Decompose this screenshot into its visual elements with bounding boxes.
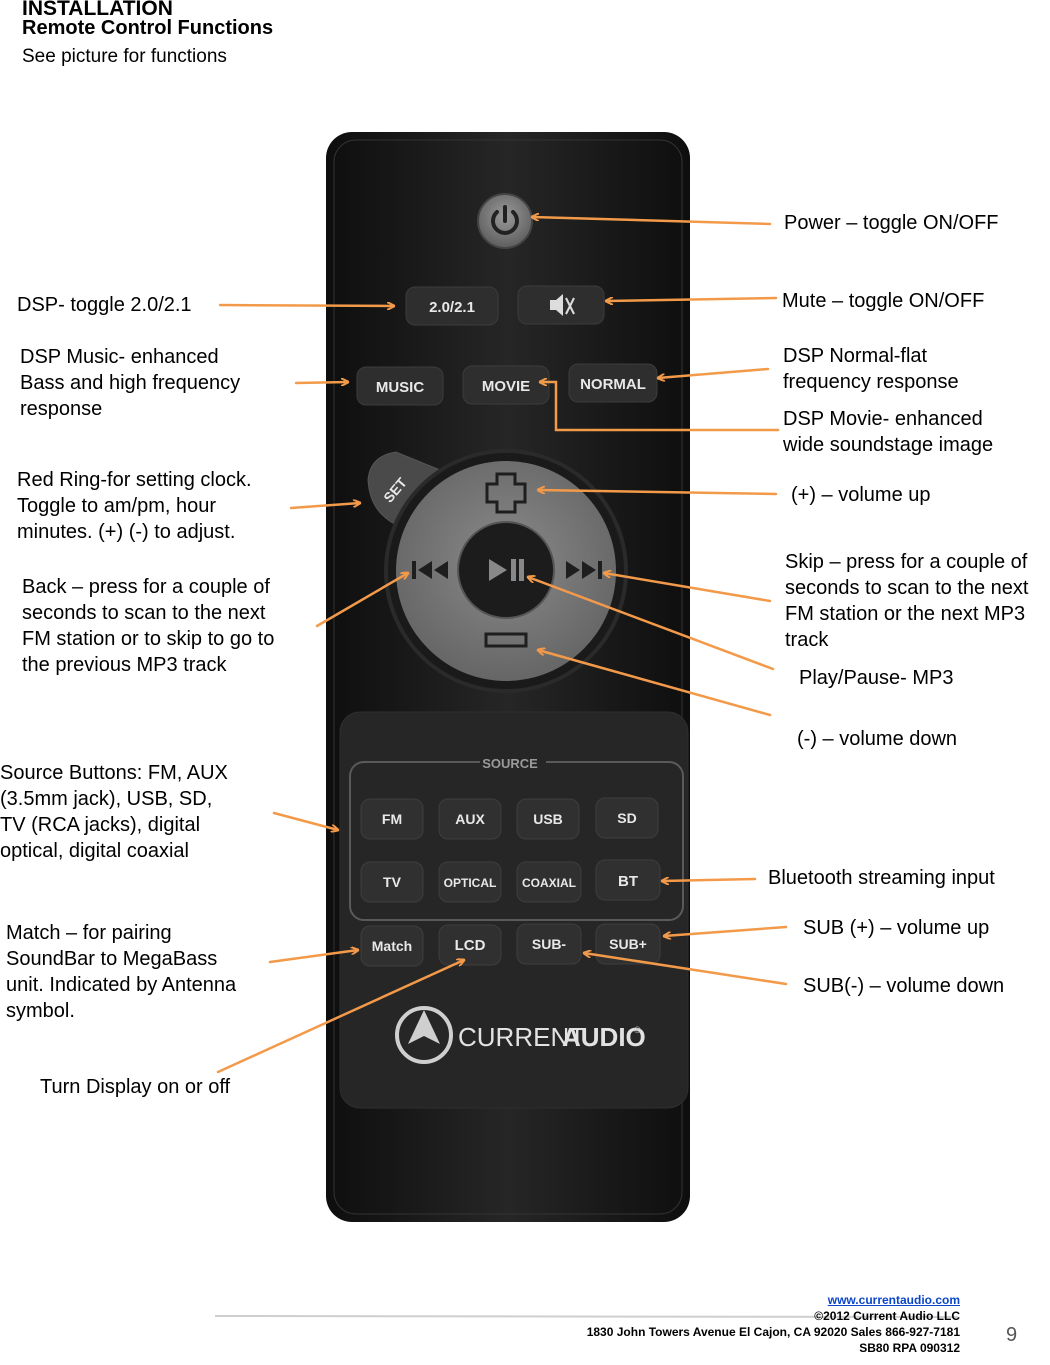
optical-button[interactable]: OPTICAL — [439, 862, 501, 902]
dsp-toggle-callout: DSP- toggle 2.0/2.1 — [17, 292, 192, 318]
fm-button[interactable]: FM — [361, 799, 423, 839]
power-callout: Power – toggle ON/OFF — [784, 210, 999, 236]
footer-copyright: ©2012 Current Audio LLC — [440, 1308, 960, 1324]
bt-button[interactable]: BT — [596, 860, 660, 900]
dsp-toggle-button[interactable]: 2.0/2.1 — [406, 287, 498, 325]
arrow-dsp-toggle — [220, 305, 394, 306]
movie-button[interactable]: MOVIE — [463, 366, 549, 404]
aux-label: AUX — [455, 811, 485, 827]
bt-label: BT — [618, 873, 638, 890]
sub-up-callout: SUB (+) – volume up — [803, 915, 989, 941]
display-callout: Turn Display on or off — [40, 1074, 230, 1100]
sub-plus-button[interactable]: SUB+ — [596, 924, 660, 964]
mute-button[interactable] — [518, 286, 604, 324]
brand-mark: ® — [634, 1025, 641, 1035]
footer: www.currentaudio.com ©2012 Current Audio… — [440, 1292, 960, 1356]
normal-label: NORMAL — [580, 376, 646, 393]
sub-minus-label: SUB- — [532, 936, 567, 952]
lcd-button[interactable]: LCD — [439, 925, 501, 965]
arrow-music — [296, 382, 348, 383]
dsp-music-callout: DSP Music- enhanced Bass and high freque… — [20, 344, 240, 422]
red-ring-callout: Red Ring-for setting clock. Toggle to am… — [17, 467, 252, 545]
sub-minus-button[interactable]: SUB- — [517, 924, 581, 964]
movie-label: MOVIE — [482, 378, 530, 395]
optical-label: OPTICAL — [444, 876, 497, 890]
source-title: SOURCE — [482, 756, 538, 771]
tv-label: TV — [383, 874, 402, 890]
sd-label: SD — [617, 810, 636, 826]
aux-button[interactable]: AUX — [439, 799, 501, 839]
dsp-normal-callout: DSP Normal-flat frequency response — [783, 343, 959, 395]
volume-down-callout: (-) – volume down — [797, 726, 957, 752]
match-button[interactable]: Match — [361, 926, 423, 966]
source-callout: Source Buttons: FM, AUX (3.5mm jack), US… — [0, 760, 228, 864]
dsp-toggle-label: 2.0/2.1 — [429, 299, 475, 316]
usb-button[interactable]: USB — [517, 799, 579, 839]
music-button[interactable]: MUSIC — [357, 367, 443, 405]
bluetooth-callout: Bluetooth streaming input — [768, 865, 995, 891]
fm-label: FM — [382, 811, 402, 827]
music-label: MUSIC — [376, 379, 425, 396]
back-callout: Back – press for a couple of seconds to … — [22, 574, 274, 678]
page-number: 9 — [1006, 1324, 1017, 1347]
footer-url[interactable]: www.currentaudio.com — [828, 1293, 960, 1307]
volume-up-callout: (+) – volume up — [791, 482, 931, 508]
play-pause-callout: Play/Pause- MP3 — [799, 665, 954, 691]
tv-button[interactable]: TV — [361, 862, 423, 902]
power-button[interactable] — [478, 194, 532, 248]
match-label: Match — [372, 938, 412, 954]
sd-button[interactable]: SD — [596, 798, 658, 838]
lcd-label: LCD — [455, 937, 486, 954]
match-callout: Match – for pairing SoundBar to MegaBass… — [6, 920, 236, 1024]
dsp-movie-callout: DSP Movie- enhanced wide soundstage imag… — [783, 406, 993, 458]
mute-callout: Mute – toggle ON/OFF — [782, 288, 984, 314]
skip-callout: Skip – press for a couple of seconds to … — [785, 549, 1029, 653]
sub-down-callout: SUB(-) – volume down — [803, 973, 1004, 999]
sub-plus-label: SUB+ — [609, 936, 647, 952]
footer-doc-id: SB80 RPA 090312 — [440, 1340, 960, 1356]
coaxial-button[interactable]: COAXIAL — [517, 862, 581, 902]
footer-address: 1830 John Towers Avenue El Cajon, CA 920… — [440, 1324, 960, 1340]
coaxial-label: COAXIAL — [522, 876, 576, 890]
navigation-ring — [386, 451, 626, 691]
normal-button[interactable]: NORMAL — [569, 364, 657, 402]
usb-label: USB — [533, 811, 563, 827]
